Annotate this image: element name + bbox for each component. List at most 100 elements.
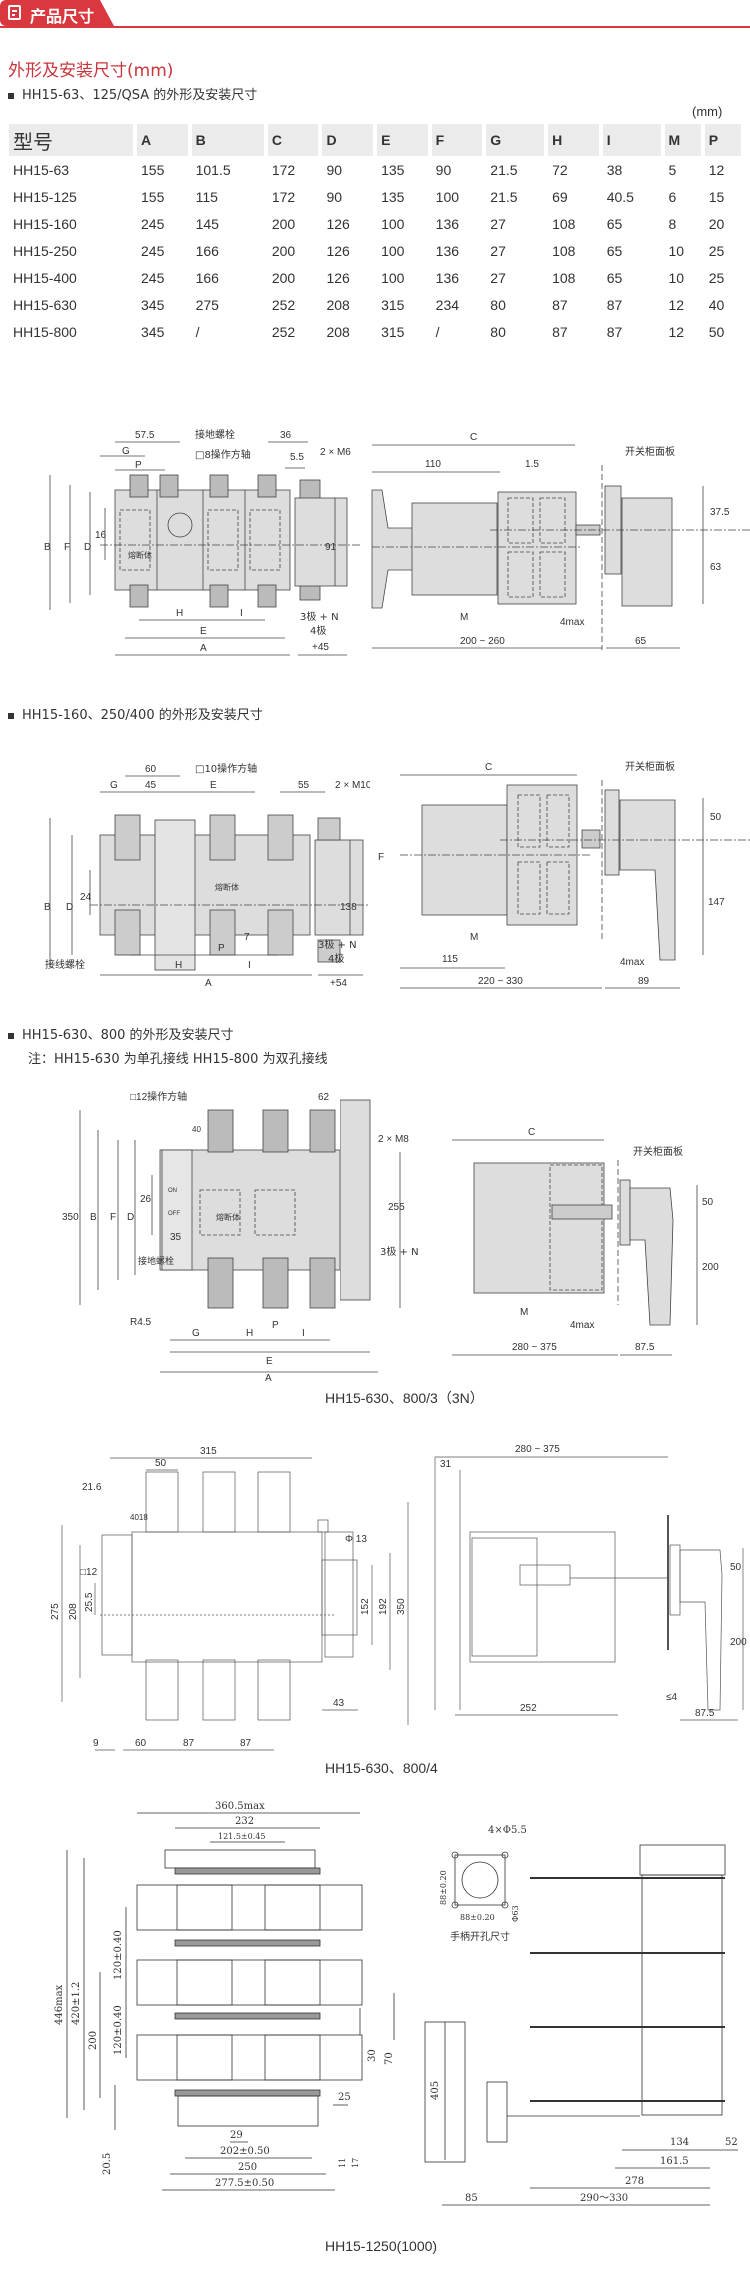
cell-value: 136	[435, 269, 460, 286]
dim-b: B	[90, 1212, 97, 1223]
dim-192: 192	[378, 1598, 389, 1615]
label-m6: 2 × M6	[320, 447, 351, 458]
dim-p: P	[272, 1320, 279, 1331]
cell-value: 6	[668, 188, 677, 205]
dim-50: 50	[155, 1458, 167, 1469]
dim-446max: 446max	[54, 1984, 65, 2025]
dim-36: 36	[280, 430, 292, 441]
dim-g: G	[122, 446, 130, 457]
cutout-phi63: Φ63	[511, 1905, 520, 1922]
dim-d: D	[66, 902, 73, 913]
dim-40: 40	[192, 1125, 201, 1134]
cell-value: 136	[435, 242, 460, 259]
cell-value: 40	[708, 296, 725, 313]
dim-20-5: 20.5	[102, 2153, 113, 2175]
dim-f: F	[64, 542, 70, 553]
cell-value: 172	[271, 161, 296, 178]
cell-value: /	[435, 323, 440, 340]
cutout-88-h: 88±0.20	[460, 1913, 495, 1922]
drawing-hh15-630-4-front: 315 50 21.6 4018 □12 275 208 25.5 Φ 13 1…	[0, 1420, 420, 1755]
dim-a: A	[265, 1373, 272, 1382]
cell-model: HH15-630	[13, 296, 77, 313]
drawing-hh15-160-front: 60 G 45 □10操作方轴 E 55 2 × M10 B D 24 138 …	[0, 740, 370, 990]
column-header-c: C	[267, 124, 319, 156]
dim-252: 252	[520, 1703, 537, 1714]
cell-model: HH15-800	[13, 323, 77, 340]
dim-87a: 87	[183, 1738, 195, 1749]
cutout-88-v: 88±0.20	[439, 1870, 448, 1905]
dim-55: 55	[298, 780, 310, 791]
cell-value: 208	[326, 296, 350, 313]
drawing-hh15-630-side: 2 × M8 255 3极 + N C 开关柜面板 50 200 M 4max …	[340, 1080, 750, 1370]
cell-value: 145	[195, 215, 219, 232]
dim-h: H	[176, 608, 183, 619]
dim-4max: 4max	[560, 617, 584, 628]
cell-value: 200	[271, 242, 296, 259]
label-pole-3n: 3极 + N	[300, 610, 339, 623]
label-ground-bolt: 接地螺栓	[138, 1255, 174, 1267]
cell-value: 101.5	[195, 161, 231, 178]
dim-60: 60	[145, 764, 157, 775]
label-m: M	[470, 932, 478, 943]
label-fuse: 熔断体	[215, 882, 239, 892]
column-header-b: B	[191, 124, 264, 156]
cell-value: 315	[381, 323, 405, 340]
dim-278: 278	[625, 2176, 644, 2187]
dim-250: 250	[238, 2162, 257, 2173]
cell-value: 166	[195, 242, 219, 259]
dim-89: 89	[638, 976, 650, 987]
column-header-m: M	[664, 124, 701, 156]
cell-value: 72	[552, 161, 568, 178]
dim-30: 30	[367, 2049, 378, 2062]
cell-value: 245	[141, 242, 165, 259]
cell-value: 100	[381, 242, 405, 259]
dim-360-5max: 360.5max	[215, 1801, 265, 1812]
cell-value: 245	[141, 269, 165, 286]
dim-70: 70	[384, 2052, 395, 2065]
column-header-h: H	[548, 124, 599, 156]
group2-title: HH15-160、250/400 的外形及安装尺寸	[8, 704, 263, 723]
caption-630-800-3: HH15-630、800/3（3N）	[325, 1390, 484, 1406]
dim-35: 35	[170, 1232, 182, 1243]
dim-208: 208	[68, 1603, 79, 1620]
label-shaft: □10操作方轴	[195, 762, 257, 775]
dim-152: 152	[360, 1598, 371, 1615]
dim-315: 315	[200, 1446, 217, 1457]
cell-value: 50	[708, 323, 725, 340]
dim-65: 65	[635, 636, 647, 647]
cell-value: 108	[552, 269, 576, 286]
dim-le4: ≤4	[666, 1692, 677, 1703]
cell-model: HH15-250	[13, 242, 77, 259]
drawing-hh15-160-side: C 开关柜面板 F 50 147 M 115 4max 220 ~ 330 89	[370, 740, 750, 990]
cell-value: 10	[668, 242, 685, 259]
dim-g: G	[192, 1328, 200, 1339]
label-r45: R4.5	[130, 1317, 152, 1328]
dim-87-5: 87.5	[695, 1708, 715, 1719]
document-list-icon	[8, 5, 21, 20]
dim-110: 110	[425, 459, 441, 470]
dim-405: 405	[430, 2081, 441, 2100]
dim-350: 350	[396, 1598, 407, 1615]
dim-e: E	[210, 780, 217, 791]
dim-62: 62	[318, 1092, 330, 1103]
dim-120-a: 120±0.40	[113, 1930, 124, 1980]
cell-value: 87	[606, 323, 623, 340]
cell-value: 90	[326, 161, 343, 178]
cell-value: 21.5	[490, 188, 518, 205]
dim-200: 200	[702, 1262, 719, 1273]
cell-value: 275	[195, 296, 219, 313]
label-fuse: 熔断体	[128, 550, 152, 560]
cell-value: 135	[381, 188, 405, 205]
cell-value: 5	[668, 161, 677, 178]
cell-value: 38	[606, 161, 623, 178]
drawing-hh15-1250-side: 4×Φ5.5 88±0.20 88±0.20 Φ63 手柄开孔尺寸 405 13…	[420, 1800, 750, 2220]
cell-value: 27	[490, 242, 506, 259]
unit-label: (mm)	[692, 104, 723, 119]
dim-25: 25	[338, 2092, 351, 2103]
drawing-hh15-63-front: 57.5 G P 接地螺栓 □8操作方轴 36 5.5 2 × M6 B F D…	[0, 410, 360, 660]
label-m: M	[520, 1307, 528, 1318]
label-fuse: 熔断体	[216, 1212, 240, 1222]
cell-model: HH15-160	[13, 215, 77, 232]
cell-value: 90	[435, 161, 452, 178]
